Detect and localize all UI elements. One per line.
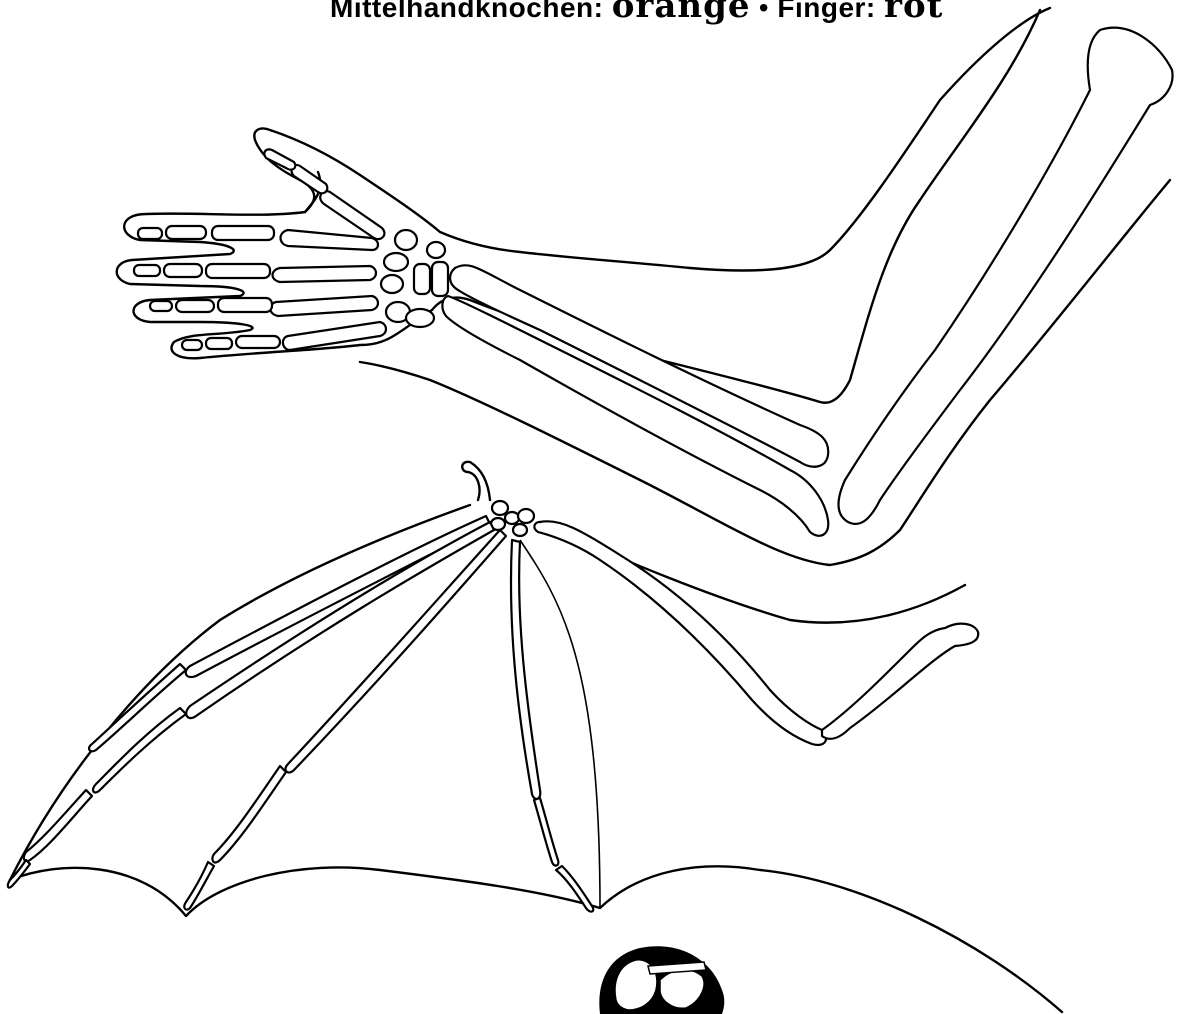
mascot-icon <box>599 946 724 1014</box>
humerus-bone <box>839 28 1173 524</box>
bat-forearm-bone <box>534 521 826 745</box>
membrane-fold-line <box>520 540 600 908</box>
human-phalanges <box>134 149 327 350</box>
bat-arm-membrane <box>540 522 965 623</box>
bat-thumb-claw <box>462 462 490 500</box>
bat-upper-arm-bone <box>822 624 978 739</box>
human-carpals <box>381 230 448 327</box>
ulna-bone <box>450 265 828 466</box>
bat-metacarpals <box>186 516 541 799</box>
human-metacarpals <box>270 191 386 350</box>
wing-membrane-outline <box>10 866 1062 1012</box>
human-arm <box>117 8 1173 565</box>
bat-carpals <box>491 501 534 536</box>
bat-phalanges <box>8 664 593 912</box>
bat-wing <box>8 462 1062 1012</box>
